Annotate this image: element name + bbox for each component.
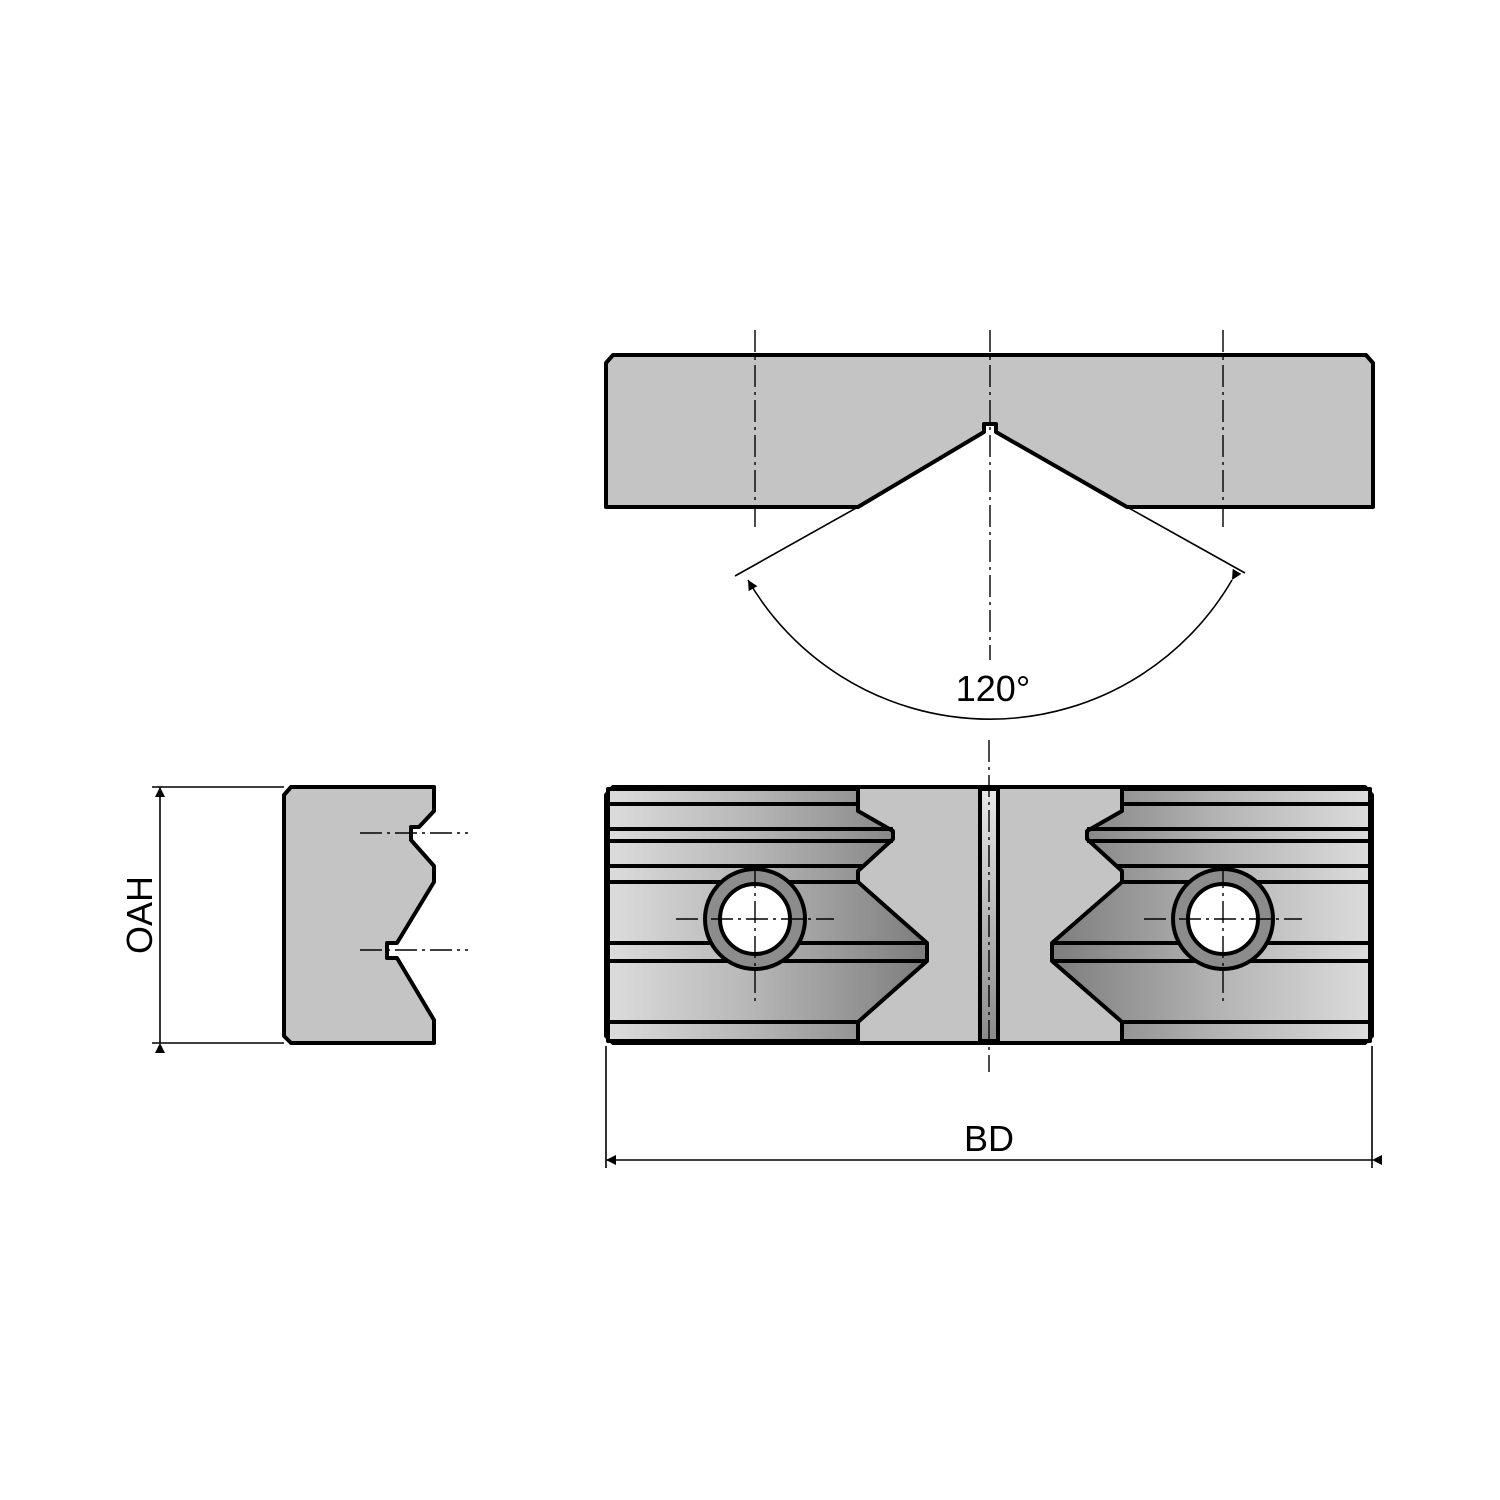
side-view-body bbox=[282, 785, 436, 1045]
angle-extension-line-right bbox=[1126, 506, 1246, 574]
angle-arc bbox=[747, 568, 1242, 720]
height-label: OAH bbox=[119, 876, 160, 954]
width-label: BD bbox=[964, 1118, 1014, 1159]
front-view bbox=[604, 740, 1374, 1072]
side-view bbox=[282, 785, 468, 1045]
width-dimension: BD bbox=[605, 1046, 1382, 1168]
height-dimension: OAH bbox=[119, 786, 284, 1053]
angle-extension-line-left bbox=[734, 506, 859, 577]
angle-dimension: 120° bbox=[734, 506, 1246, 720]
angle-label: 120° bbox=[956, 668, 1030, 709]
top-view-body bbox=[604, 353, 1375, 509]
left-counterbore-hole bbox=[676, 866, 834, 1002]
right-counterbore-hole bbox=[1144, 866, 1302, 1002]
top-view bbox=[604, 330, 1375, 660]
